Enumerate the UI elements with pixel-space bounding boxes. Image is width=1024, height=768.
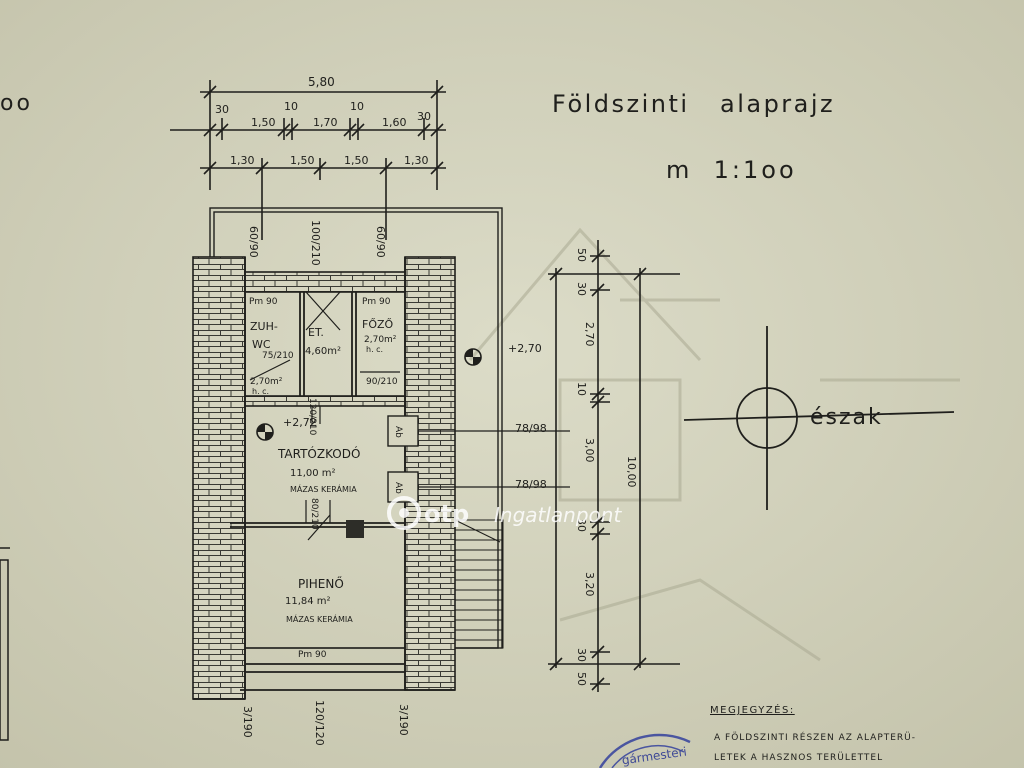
svg-text:MÁZAS KERÁMIA: MÁZAS KERÁMIA xyxy=(290,483,357,494)
svg-text:WC: WC xyxy=(252,338,271,351)
otp-logo-icon xyxy=(387,496,421,530)
svg-text:120/120: 120/120 xyxy=(313,700,326,746)
svg-text:1,60: 1,60 xyxy=(382,116,407,129)
svg-text:1,30: 1,30 xyxy=(230,154,255,167)
svg-text:10: 10 xyxy=(575,382,588,396)
wall-outline xyxy=(193,257,455,700)
svg-text:50: 50 xyxy=(575,248,588,262)
notes-block: MEGJEGYZÉS: A FÖLDSZINTI RÉSZEN AZ ALAPT… xyxy=(710,703,916,763)
level-marker-outside xyxy=(464,348,482,366)
north-label: észak xyxy=(810,405,883,430)
svg-text:3/190: 3/190 xyxy=(241,706,254,738)
room-fozo: Pm 90 FŐZŐ 2,70m² h. c. 90/210 xyxy=(362,297,398,387)
left-edge-fragment xyxy=(0,547,10,741)
drawing-title: Földszinti alaprajz xyxy=(552,90,835,118)
door-80-210: 80/210 xyxy=(309,498,319,530)
notes-heading: MEGJEGYZÉS: xyxy=(710,703,795,716)
level-outside-label: +2,70 xyxy=(508,342,542,355)
window-label-b: 78/98 xyxy=(515,478,547,491)
svg-text:11,00 m²: 11,00 m² xyxy=(290,468,336,479)
north-arrow-symbol xyxy=(683,326,955,510)
watermark-brand: otp xyxy=(424,500,469,528)
svg-text:30: 30 xyxy=(417,110,431,123)
svg-text:60/90: 60/90 xyxy=(247,226,260,258)
right-dimension-labels: 50 30 2,70 10 3,00 30 3,20 30 50 10,00 xyxy=(575,248,638,686)
level-marker-inside xyxy=(256,423,274,441)
door-swings xyxy=(249,291,400,541)
chimney-block xyxy=(346,520,364,538)
watermark-text: Ingatlanpont xyxy=(494,503,622,527)
room-piheno: PIHENŐ 11,84 m² MÁZAS KERÁMIA xyxy=(285,576,353,624)
room-zuh-wc: Pm 90 ZUH- WC 75/210 2,70m² h. c. xyxy=(249,297,294,396)
svg-text:FŐZŐ: FŐZŐ xyxy=(362,317,394,331)
svg-text:ZUH-: ZUH- xyxy=(250,320,278,333)
svg-text:3/190: 3/190 xyxy=(397,704,410,736)
svg-text:Pm 90: Pm 90 xyxy=(362,297,391,307)
svg-text:2,70m²: 2,70m² xyxy=(250,377,283,387)
svg-text:2,70m²: 2,70m² xyxy=(364,335,397,345)
svg-text:30: 30 xyxy=(575,648,588,662)
bottom-labels: 3/190 120/120 3/190 xyxy=(241,700,410,746)
svg-text:11,84 m²: 11,84 m² xyxy=(285,596,331,607)
door-120-210: 120/210 xyxy=(307,398,317,436)
svg-text:30: 30 xyxy=(215,103,229,116)
svg-text:3,20: 3,20 xyxy=(583,572,596,597)
dim-row-2: 1,30 1,50 1,50 1,30 xyxy=(230,154,429,167)
svg-text:ET.: ET. xyxy=(308,326,324,339)
drawing-scale: m 1:1oo xyxy=(666,156,797,184)
svg-text:10: 10 xyxy=(284,100,298,113)
svg-text:60/90: 60/90 xyxy=(374,226,387,258)
svg-text:1,30: 1,30 xyxy=(404,154,429,167)
svg-text:1,50: 1,50 xyxy=(344,154,369,167)
staircase xyxy=(454,519,504,649)
room-et: ET. 4,60m² xyxy=(305,326,341,357)
svg-text:10: 10 xyxy=(350,100,364,113)
svg-text:10,00: 10,00 xyxy=(625,456,638,488)
svg-text:MÁZAS KERÁMIA: MÁZAS KERÁMIA xyxy=(286,613,353,624)
svg-text:1,70: 1,70 xyxy=(313,116,338,129)
svg-text:100/210: 100/210 xyxy=(309,220,322,266)
pm90-bottom: Pm 90 xyxy=(298,650,327,660)
top-dimension-lines xyxy=(170,80,446,240)
dim-row-1: 30 1,50 10 1,70 10 1,60 30 xyxy=(215,100,431,129)
corner-fragment: oo xyxy=(0,91,33,116)
notes-line-2: LETEK A HASZNOS TERÜLETTEL xyxy=(714,752,883,763)
watermark: otp Ingatlanpont xyxy=(387,496,622,530)
svg-text:90/210: 90/210 xyxy=(366,377,398,387)
ab-label-a: Ab xyxy=(393,426,403,438)
window-label-a: 78/98 xyxy=(515,422,547,435)
notes-line-1: A FÖLDSZINTI RÉSZEN AZ ALAPTERÜ- xyxy=(714,731,916,743)
svg-text:TARTÓZKODÓ: TARTÓZKODÓ xyxy=(277,446,360,461)
svg-text:1,50: 1,50 xyxy=(251,116,276,129)
right-dimension-lines xyxy=(548,240,680,692)
room-tartozkodo: TARTÓZKODÓ 11,00 m² MÁZAS KERÁMIA xyxy=(277,446,360,494)
svg-text:2,70: 2,70 xyxy=(583,322,596,347)
svg-text:3,00: 3,00 xyxy=(583,438,596,463)
dim-total-width: 5,80 xyxy=(308,75,335,89)
svg-text:75/210: 75/210 xyxy=(262,351,294,361)
svg-text:30: 30 xyxy=(575,518,588,532)
top-opening-labels: 60/90 100/210 60/90 xyxy=(247,220,387,266)
ab-label-b: Ab xyxy=(393,482,403,494)
svg-text:1,50: 1,50 xyxy=(290,154,315,167)
svg-text:4,60m²: 4,60m² xyxy=(305,346,341,357)
svg-text:50: 50 xyxy=(575,672,588,686)
svg-text:30: 30 xyxy=(575,282,588,296)
bleed-through-ghost xyxy=(468,227,960,662)
svg-text:PIHENŐ: PIHENŐ xyxy=(298,576,344,591)
svg-text:h. c.: h. c. xyxy=(366,345,383,354)
window-leaders xyxy=(418,430,570,488)
svg-text:Pm 90: Pm 90 xyxy=(249,297,278,307)
level-inside-label: +2,72 xyxy=(283,416,317,429)
svg-text:h. c.: h. c. xyxy=(252,387,269,396)
